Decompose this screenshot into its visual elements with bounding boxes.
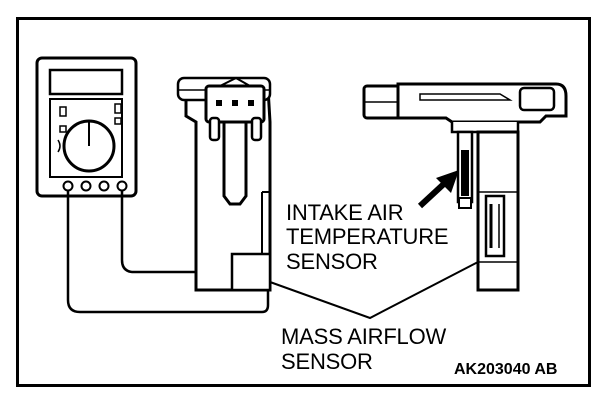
maf-label-line-2: SENSOR: [281, 349, 373, 374]
sensor-body-step: [419, 93, 513, 101]
intake-label-line-3: SENSOR: [286, 249, 378, 274]
multimeter: [35, 56, 138, 198]
mass-airflow-sensor-left: [176, 76, 272, 292]
sensor-window: [484, 194, 506, 258]
multimeter-display: [48, 68, 124, 96]
range-switch-right: [114, 103, 122, 114]
maf-leader-lines: [269, 261, 479, 320]
probe-jack-4: [116, 180, 128, 192]
intake-label-line-2: TEMPERATURE: [286, 224, 449, 249]
maf-lower-box: [230, 252, 272, 292]
iat-probe-element: [461, 150, 469, 196]
iat-callout-arrow: [417, 178, 450, 209]
probe-jack-2: [80, 180, 92, 192]
range-switch-left: [59, 106, 67, 117]
iat-probe-tip: [458, 197, 472, 209]
range-switch-left-2: [59, 125, 67, 133]
diagram-frame: [16, 17, 591, 387]
figure-code: AK203040 AB: [454, 361, 558, 378]
maf-probe-left: [208, 116, 221, 142]
range-switch-right-2: [114, 117, 122, 125]
sensor-mount: [518, 86, 556, 112]
maf-probe-right: [250, 116, 263, 142]
mass-airflow-sensor-right: [362, 82, 568, 292]
maf-label-line-1: MASS AIRFLOW: [281, 324, 447, 349]
probe-jack-1: [62, 180, 74, 192]
test-lead-1: [66, 190, 270, 314]
maf-sensing-element: [222, 120, 248, 206]
iat-callout-arrowhead: [436, 170, 459, 193]
dial-mark-left: [57, 139, 61, 153]
maf-connector-pin-3: [248, 100, 254, 106]
maf-connector-pin-1: [216, 100, 222, 106]
maf-connector-pin-2: [232, 100, 238, 106]
intake-label-line-1: INTAKE AIR: [286, 200, 404, 225]
probe-jack-3: [98, 180, 110, 192]
maf-connector-latch: [219, 76, 251, 87]
